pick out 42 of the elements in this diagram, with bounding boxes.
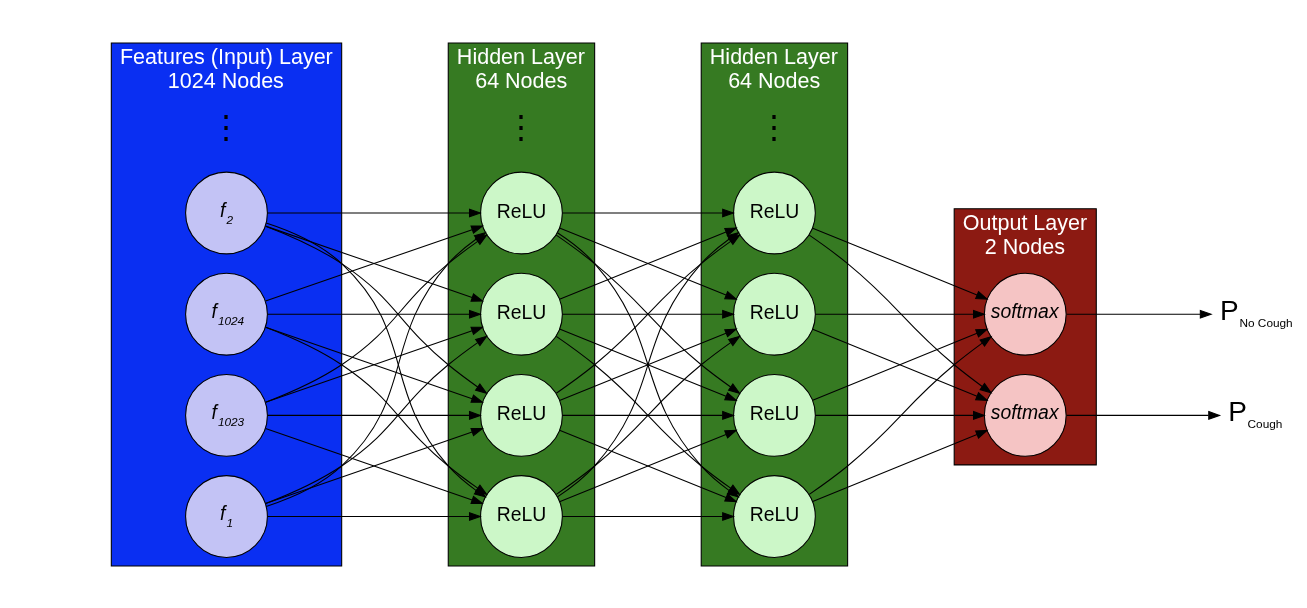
arrow [1066, 410, 1222, 420]
arrow [559, 328, 738, 401]
node-circle: ReLU [732, 272, 816, 356]
node-circle: f$_{1}$ [185, 474, 268, 558]
arrow [559, 226, 738, 300]
node-circle: ReLU [480, 272, 563, 356]
arrow [562, 410, 736, 420]
node-circle: f$_{1023}$ [185, 373, 268, 457]
node-circle: softmax [983, 272, 1067, 356]
node-circle: ReLU [480, 474, 563, 558]
node-circle: ReLU [480, 171, 563, 254]
node-text: P$_{Cough}$ [1228, 395, 1283, 431]
arrow [808, 335, 993, 495]
node-circle: ReLU [732, 373, 816, 457]
node-text: P$_{No Cough}$ [1220, 294, 1293, 330]
arrow [562, 309, 736, 319]
arrow [814, 410, 986, 420]
arrow [559, 429, 738, 502]
node-circle: f$_{1024}$ [185, 272, 268, 356]
node-circle: ReLU [732, 474, 816, 558]
arrow [267, 511, 482, 521]
arrow [1066, 309, 1213, 319]
arrow [562, 207, 736, 218]
arrow [265, 225, 484, 302]
arrow [812, 429, 989, 502]
arrow [267, 309, 482, 319]
label: ⋮ [504, 108, 537, 145]
arrow [562, 511, 736, 521]
arrow [265, 326, 484, 403]
arrow [267, 207, 482, 218]
arrow [812, 328, 989, 401]
node-circle: ReLU [732, 171, 816, 254]
arrow [265, 427, 484, 504]
node-circle: ReLU [480, 373, 563, 457]
label: ⋮ [209, 108, 242, 145]
arrow [812, 227, 989, 300]
label: ⋮ [757, 108, 790, 145]
node-circle: f$_{2}$ [185, 171, 268, 254]
node-circle: softmax [983, 373, 1067, 457]
arrow [814, 309, 986, 319]
arrow [808, 234, 993, 394]
arrow [267, 410, 482, 420]
